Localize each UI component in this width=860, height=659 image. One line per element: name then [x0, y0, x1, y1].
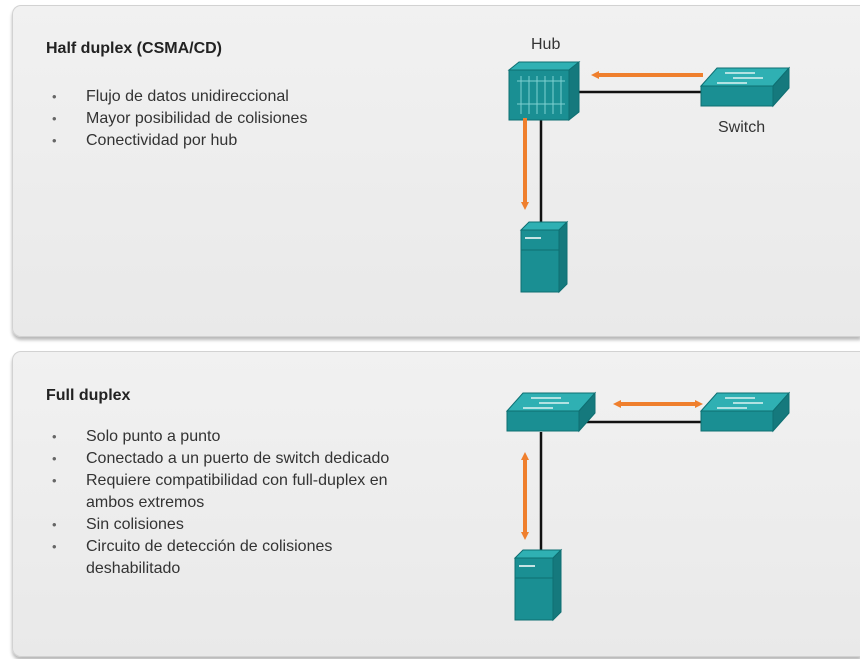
bullet-item: Sin colisiones [46, 514, 396, 536]
half-duplex-panel: Half duplex (CSMA/CD) Flujo de datos uni… [12, 5, 860, 337]
server-icon [519, 220, 569, 294]
full-duplex-bullet-list: Solo punto a punto Conectado a un puerto… [46, 426, 396, 580]
bullet-item: Requiere compatibilidad con full-duplex … [46, 470, 396, 514]
bullet-item: Circuito de detección de colisiones desh… [46, 536, 396, 580]
server-icon [513, 548, 563, 622]
half-duplex-diagram: Hub Switch [507, 36, 791, 294]
switch-icon [505, 391, 597, 433]
bullet-item: Solo punto a punto [46, 426, 396, 448]
bullet-item: Conectividad por hub [46, 130, 406, 152]
bullet-item: Conectado a un puerto de switch dedicado [46, 448, 396, 470]
bullet-item: Mayor posibilidad de colisiones [46, 108, 406, 130]
switch-icon [699, 391, 791, 433]
switch-label: Switch [718, 119, 765, 136]
hub-icon [507, 60, 581, 122]
half-duplex-title: Half duplex (CSMA/CD) [46, 40, 222, 57]
bullet-item: Flujo de datos unidireccional [46, 86, 406, 108]
hub-label: Hub [531, 36, 560, 53]
full-duplex-title: Full duplex [46, 387, 131, 404]
full-duplex-diagram [505, 391, 791, 622]
full-duplex-panel: Full duplex Solo punto a punto Conectado… [12, 351, 860, 657]
switch-icon [699, 66, 791, 108]
half-duplex-bullet-list: Flujo de datos unidireccional Mayor posi… [46, 86, 406, 152]
